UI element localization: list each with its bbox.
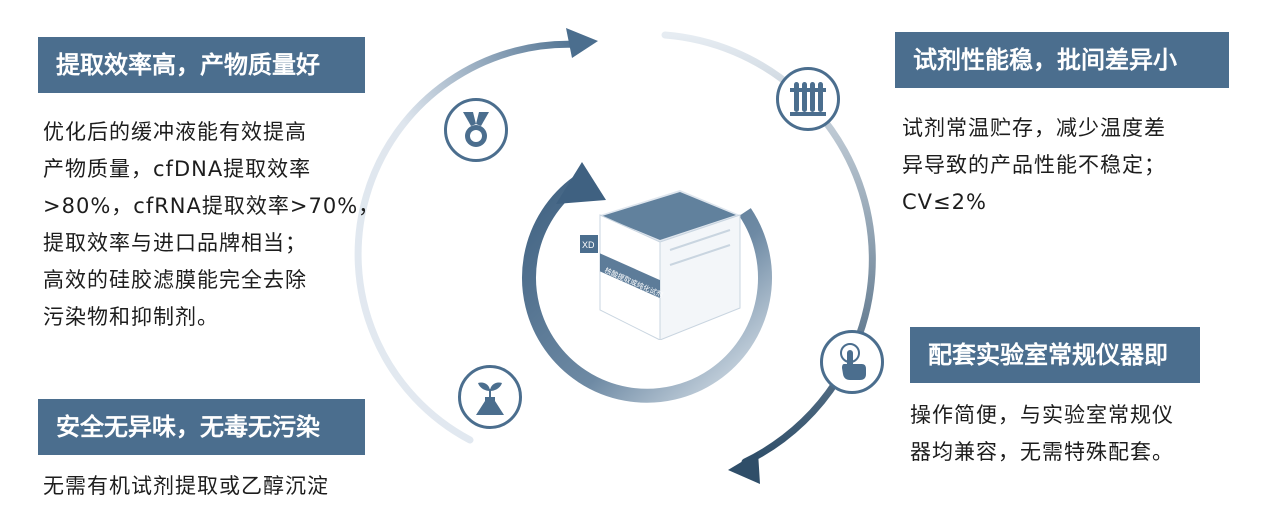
- desc-line: 器均兼容，无需特殊配套。: [910, 440, 1174, 464]
- desc-line: 提取效率与进口品牌相当；: [43, 231, 307, 255]
- arrowhead-bottom: [728, 452, 760, 484]
- flask-sprout-icon: [458, 365, 522, 429]
- test-tubes-icon: [776, 67, 840, 131]
- feature-desc-compatibility: 操作简便，与实验室常规仪 器均兼容，无需特殊配套。: [910, 397, 1174, 471]
- product-box-image: XD 核酸提取或纯化试剂: [580, 190, 741, 340]
- desc-line: 操作简便，与实验室常规仪: [910, 403, 1174, 427]
- arrowhead-top: [566, 28, 598, 58]
- feature-title-safety: 安全无异味，无毒无污染: [38, 399, 365, 455]
- feature-desc-extraction: 优化后的缓冲液能有效提高 产物质量，cfDNA提取效率 >80%，cfRNA提取…: [43, 114, 380, 336]
- feature-title-extraction: 提取效率高，产物质量好: [38, 37, 365, 93]
- medal-icon: [444, 98, 508, 162]
- desc-line: 产物质量，cfDNA提取效率: [43, 157, 312, 181]
- desc-line: 高效的硅胶滤膜能完全去除: [43, 268, 307, 292]
- inner-arrowhead: [556, 162, 606, 204]
- feature-desc-stability: 试剂常温贮存，减少温度差 异导致的产品性能不稳定； CV≤2%: [902, 110, 1166, 221]
- outer-arc-left: [354, 40, 589, 444]
- feature-title-stability: 试剂性能稳，批间差异小: [895, 32, 1229, 88]
- outer-arc-right: [661, 31, 876, 466]
- desc-line: 优化后的缓冲液能有效提高: [43, 120, 307, 144]
- feature-title-compatibility: 配套实验室常规仪器即: [910, 327, 1200, 383]
- desc-line: CV≤2%: [902, 190, 987, 214]
- desc-line: 污染物和抑制剂。: [43, 305, 219, 329]
- inner-arc: [522, 176, 772, 403]
- svg-text:XD: XD: [582, 240, 595, 250]
- desc-line: 试剂常温贮存，减少温度差: [902, 116, 1166, 140]
- tap-hand-icon: [820, 330, 884, 394]
- feature-desc-safety: 无需有机试剂提取或乙醇沉淀: [43, 468, 329, 505]
- desc-line: 无需有机试剂提取或乙醇沉淀: [43, 474, 329, 498]
- desc-line: >80%，cfRNA提取效率>70%，: [43, 194, 381, 218]
- desc-line: 异导致的产品性能不稳定；: [902, 153, 1166, 177]
